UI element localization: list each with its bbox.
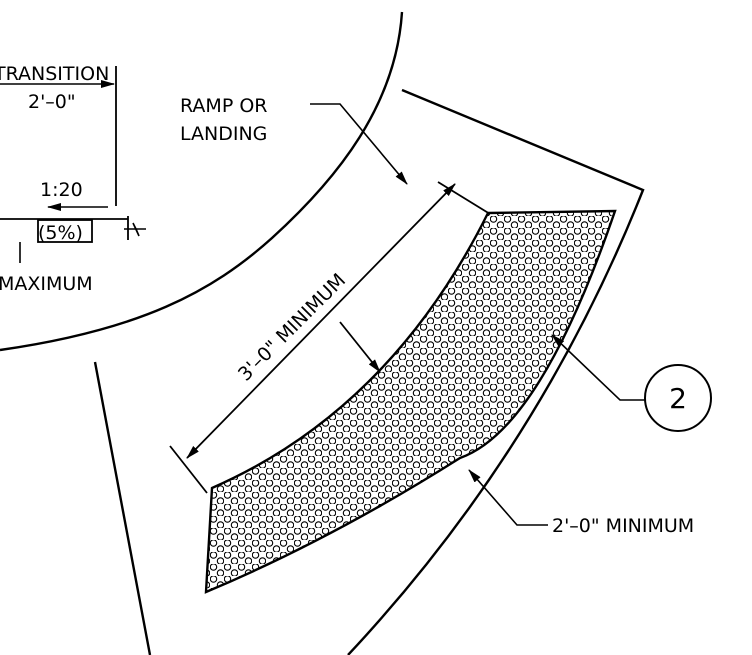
keynote-number: 2 [669, 382, 687, 415]
transition-dimension: TRANSITION 2'–0" [0, 63, 117, 206]
ramp-leader-line [310, 103, 408, 185]
slope-percent-box [37, 219, 93, 243]
maximum-label: MAXIMUM [0, 273, 93, 295]
break-symbol [124, 222, 146, 237]
ramp-label-line2: LANDING [180, 123, 267, 145]
depth-ext-line-top [437, 181, 491, 215]
depth-ext-line-bottom [169, 445, 208, 494]
keynote-circle [644, 364, 712, 432]
transition-length-label: 2'–0" [28, 91, 76, 113]
slope-ratio-label: 1:20 [40, 179, 83, 201]
width-dimension: 2'–0" MINIMUM [468, 469, 694, 537]
width-leader [468, 469, 548, 526]
keynote-callout: 2 [551, 334, 712, 432]
ramp-landing-callout: RAMP OR LANDING [180, 95, 408, 185]
transition-label: TRANSITION [0, 63, 109, 85]
width-min-label: 2'–0" MINIMUM [552, 515, 694, 537]
landing-outline [93, 88, 645, 655]
depth-dim-line [186, 183, 456, 459]
keynote-leader [551, 334, 645, 401]
depth-arrow [339, 321, 381, 373]
slope-percent-label: (5%) [38, 222, 83, 244]
ramp-label-line1: RAMP OR [180, 95, 267, 117]
depth-min-label: 3'–0" MINIMUM [234, 269, 350, 385]
slope-indicator: 1:20 (5%) MAXIMUM [0, 179, 146, 295]
